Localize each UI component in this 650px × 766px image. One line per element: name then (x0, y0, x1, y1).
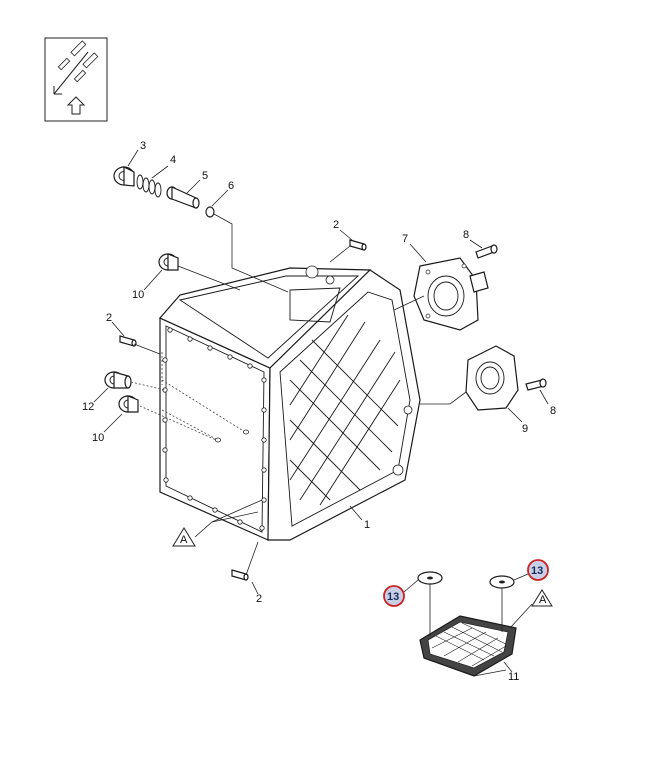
callout-8-lower: 8 (550, 405, 556, 417)
part-10-plug-lower (118, 395, 139, 413)
part-8-bolt-upper (475, 244, 498, 259)
callout-5: 5 (202, 170, 208, 182)
part-9-cover (465, 345, 519, 411)
callout-1: 1 (364, 519, 370, 531)
svg-text:13: 13 (531, 565, 543, 577)
svg-text:A: A (180, 534, 188, 546)
part-2-dowel-left (119, 335, 137, 347)
callout-2-left: 2 (106, 312, 112, 324)
callout-2-lower: 2 (256, 593, 262, 605)
part-5-pin (166, 186, 200, 209)
part-10-plug-upper (158, 253, 179, 271)
part-2-dowel-lower (231, 569, 249, 581)
part-13-washer-right (489, 575, 515, 589)
part-2-dowel-upper (349, 239, 367, 251)
callout-10-upper: 10 (132, 289, 144, 301)
callout-8-upper: 8 (463, 229, 469, 241)
part-4-spring (136, 174, 162, 198)
orientation-icon (44, 37, 108, 122)
part-8-bolt-lower (525, 378, 547, 391)
callout-7: 7 (402, 233, 408, 245)
svg-text:13: 13 (387, 591, 399, 603)
callout-11: 11 (508, 671, 519, 683)
callout-6: 6 (228, 180, 234, 192)
reference-marker-a-right: A (531, 589, 553, 607)
callout-13-left: 13 (383, 585, 405, 607)
reference-marker-a-left: A (172, 527, 196, 547)
transmission-housing (159, 265, 421, 541)
callout-13-right: 13 (527, 559, 549, 581)
callout-10-lower: 10 (92, 432, 104, 444)
svg-text:A: A (539, 594, 547, 606)
part-11-strainer (419, 615, 517, 677)
callout-3: 3 (140, 140, 146, 152)
callout-leaders (93, 149, 549, 673)
callout-labels: 3 4 5 6 2 7 8 10 2 12 10 8 9 1 2 11 (82, 140, 556, 683)
part-13-washer-left (417, 571, 443, 585)
part-6-ring (205, 206, 215, 218)
part-7-flange (413, 257, 489, 331)
part-3-plug (113, 166, 135, 187)
callout-2-upper: 2 (333, 219, 339, 231)
part-12-plug (104, 371, 132, 389)
callout-9: 9 (522, 423, 528, 435)
callout-12: 12 (82, 401, 94, 413)
callout-4: 4 (170, 154, 176, 166)
